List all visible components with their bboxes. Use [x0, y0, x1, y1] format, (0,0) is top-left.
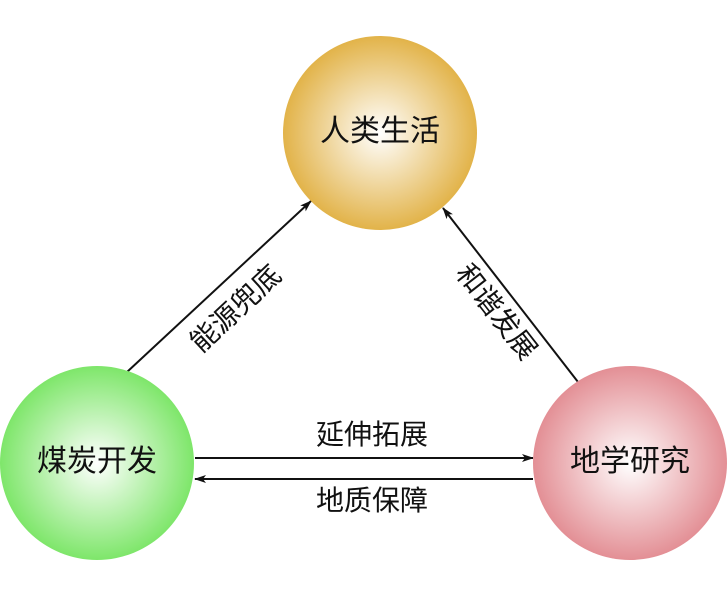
arrow-right-to-top [442, 207, 579, 383]
edge-label-right-to-left: 地质保障 [316, 484, 428, 517]
node-right: 地学研究 [533, 366, 727, 560]
edge-label-left-to-top: 能源兜底 [183, 258, 287, 359]
node-right-circle [533, 366, 727, 560]
edge-label-left-to-right: 延伸拓展 [316, 418, 428, 451]
node-left-circle [0, 366, 194, 560]
node-right-label: 地学研究 [570, 444, 690, 479]
node-left: 煤炭开发 [0, 366, 194, 560]
arrow-left-to-top [126, 200, 312, 373]
node-left-label: 煤炭开发 [37, 444, 157, 479]
node-top-circle [283, 36, 477, 230]
edge-label-right-to-top: 和谐发展 [449, 257, 544, 366]
node-top: 人类生活 [283, 36, 477, 230]
node-top-label: 人类生活 [320, 114, 440, 149]
